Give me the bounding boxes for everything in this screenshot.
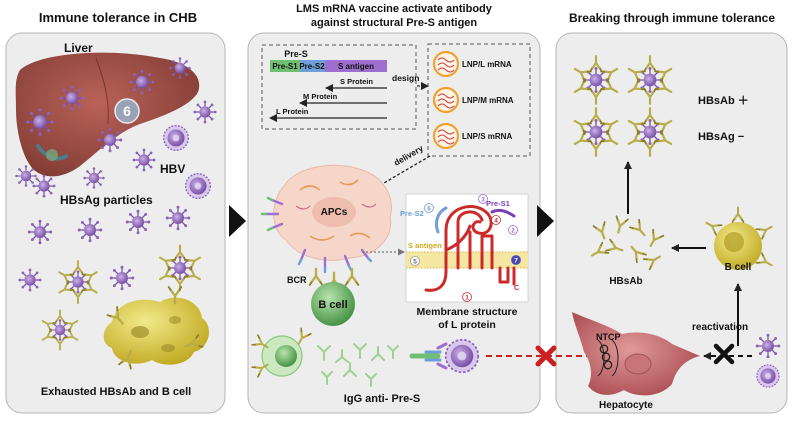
pre-s2-domain (434, 206, 448, 234)
membrane-number-5: 5 (413, 259, 417, 266)
lnp-m-mrna-label: LNP/M mRNA (462, 96, 514, 105)
hbsag-particle-icon (82, 166, 106, 190)
pre-s1-membrane-label: Pre-S1 (486, 199, 510, 208)
ntcp-receptor-icon (597, 339, 619, 377)
s-antigen-membrane-label: S antigen (408, 241, 442, 250)
hbsab-label: HBsAb (609, 276, 642, 287)
hbsag-particle-icon (27, 219, 53, 245)
badge-number: 6 (123, 103, 131, 119)
right-panel-title: Breaking through immune tolerance (569, 11, 775, 25)
hbsag-particle-icon (97, 127, 123, 153)
panel-right (555, 32, 788, 414)
hbv-dane-particle-icon (756, 364, 780, 388)
hepatocyte-label: Hepatocyte (599, 400, 653, 411)
hbsag-particle-icon (14, 164, 38, 188)
hbsag-particle-icon (25, 107, 55, 137)
middle-panel-footer: IgG anti- Pre-S (344, 393, 420, 405)
plasma-cell (261, 335, 303, 377)
pre-s1-segment (270, 60, 300, 72)
hbsag-particle-icon (168, 56, 192, 80)
ntcp-label: NTCP (596, 332, 621, 342)
liver-illustration (15, 52, 200, 177)
s-protein-label: S Protein (340, 77, 373, 86)
hbsag-particle-icon (755, 333, 781, 359)
pre-s-label: Pre-S (284, 49, 308, 59)
igg-antibody-cloud (317, 343, 399, 387)
bcr-label: BCR (287, 275, 307, 285)
apc-cell (273, 164, 392, 261)
membrane-number-7: 7 (514, 258, 518, 265)
c-terminus-label: C (514, 285, 519, 292)
l-protein-label: L Protein (276, 107, 309, 116)
pre-s1-domain (490, 208, 516, 218)
hbsab-positive-status: HBsAb ＋ (698, 95, 749, 107)
hbsag-particle-icon (131, 147, 157, 173)
l-protein-chain (424, 205, 516, 292)
s-antigen-segment (325, 60, 387, 72)
membrane-number-markers: 1 2 3 4 5 6 7 (410, 194, 521, 302)
m-protein-label: M Protein (303, 92, 338, 101)
lnp-l-mrna (432, 50, 460, 78)
lnp-m-mrna (432, 86, 460, 114)
block-x-icon-right (713, 343, 735, 365)
hbsag-particle-icon (77, 217, 103, 243)
s-antigen-segment-label: S antigen (338, 62, 374, 71)
hepatocyte-cell (572, 312, 700, 396)
badge-6: 6 (114, 98, 140, 124)
hbsag-particle-icon (31, 173, 57, 199)
lnp-s-mrna-label: LNP/S mRNA (462, 132, 512, 141)
antibody-virus-binding (409, 342, 448, 370)
pre-s2-segment (300, 60, 325, 72)
hbv-dane-particle-icon (162, 124, 190, 152)
hbv-dane-particle-icon (184, 172, 212, 200)
hbsag-particle-icon (109, 265, 135, 291)
b-cell-middle-label: B cell (318, 299, 347, 311)
hbsag-particle-icon (59, 85, 85, 111)
b-cell-middle (311, 282, 355, 326)
middle-panel-title-line1: LMS mRNA vaccine activate antibody (296, 3, 493, 15)
liver-label: Liver (64, 41, 93, 55)
hbsag-particle-icon (125, 209, 151, 235)
apc-surface-antigens (260, 196, 373, 274)
b-cell-right-label: B cell (725, 262, 752, 273)
reactivation-label: reactivation (692, 322, 748, 333)
membrane-number-6: 6 (427, 206, 431, 213)
hbv-label: HBV (160, 162, 185, 176)
hbsag-particle-icon (129, 69, 155, 95)
left-panel-footer: Exhausted HBsAb and B cell (41, 386, 191, 398)
middle-panel-title-line2: against structural Pre-S antigen (311, 17, 478, 29)
hbsag-particles-label: HBsAg particles (60, 193, 153, 207)
membrane-caption-line2: of L protein (438, 319, 496, 331)
left-panel-title: Immune tolerance in CHB (39, 10, 197, 25)
membrane-number-3: 3 (481, 197, 485, 204)
pre-s2-membrane-label: Pre-S2 (400, 209, 424, 218)
hbsag-particle-icon (192, 99, 218, 125)
pre-s2-segment-label: Pre-S2 (299, 62, 325, 71)
membrane-number-2: 2 (511, 228, 515, 235)
b-cell-right (714, 222, 762, 270)
lnp-l-mrna-label: LNP/L mRNA (462, 60, 512, 69)
lnp-s-mrna (432, 122, 460, 150)
gene-structure-box (261, 44, 417, 130)
hbv-dane-particle-icon (444, 338, 480, 374)
membrane-number-4: 4 (494, 218, 498, 225)
membrane-caption-line1: Membrane structure (417, 306, 518, 318)
block-x-icon (535, 345, 557, 367)
membrane-number-1: 1 (465, 295, 469, 302)
hbsag-particle-icon (17, 267, 43, 293)
hbsag-particle-icon (165, 205, 191, 231)
mrna-box (427, 43, 531, 157)
transition-arrow-right (537, 205, 554, 237)
design-label: design (392, 73, 419, 83)
exhausted-b-cell (103, 297, 209, 365)
hbsag-negative-status: HBsAg − (698, 131, 744, 143)
apcs-label: APCs (321, 207, 348, 218)
lipid-bilayer (406, 252, 528, 268)
transition-arrow-left (229, 205, 246, 237)
pre-s1-segment-label: Pre-S1 (272, 62, 298, 71)
